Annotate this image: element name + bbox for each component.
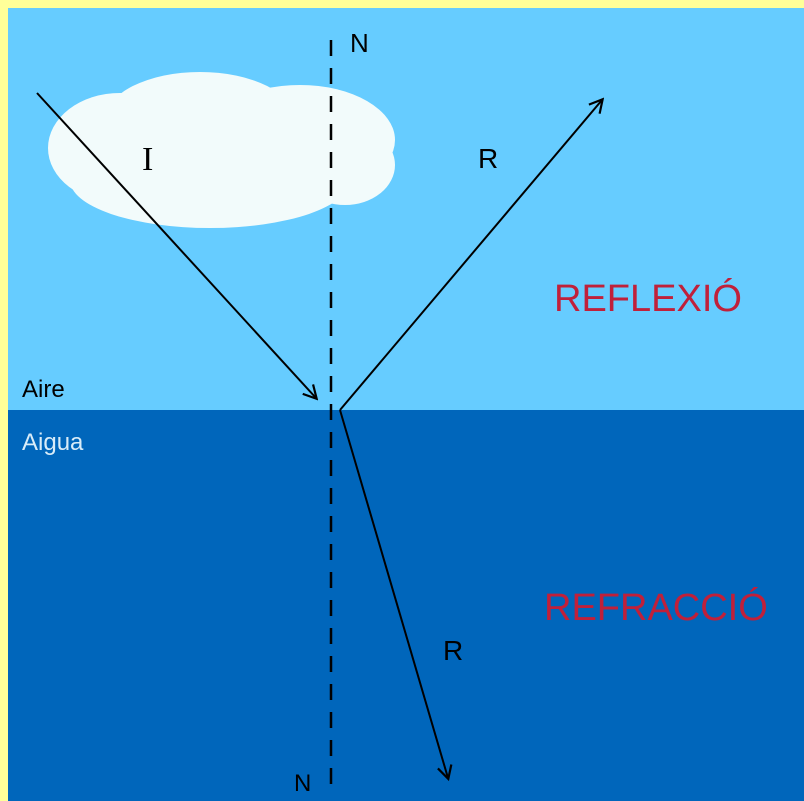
refracted-ray — [339, 409, 448, 778]
normal-top-label: N — [350, 28, 369, 58]
incident-label: I — [142, 141, 153, 178]
refraction-title: REFRACCIÓ — [544, 586, 768, 629]
reflection-title: REFLEXIÓ — [554, 277, 742, 320]
upper-medium-label: Aire — [22, 376, 65, 403]
incident-ray — [36, 92, 316, 398]
reflected-ray — [339, 100, 602, 411]
lower-medium-label: Aigua — [22, 429, 84, 456]
cloud-shape — [48, 72, 395, 228]
refracted-label: R — [443, 635, 463, 666]
water-region — [8, 410, 804, 801]
reflected-label: R — [478, 143, 498, 174]
normal-bottom-label: N — [294, 770, 311, 797]
